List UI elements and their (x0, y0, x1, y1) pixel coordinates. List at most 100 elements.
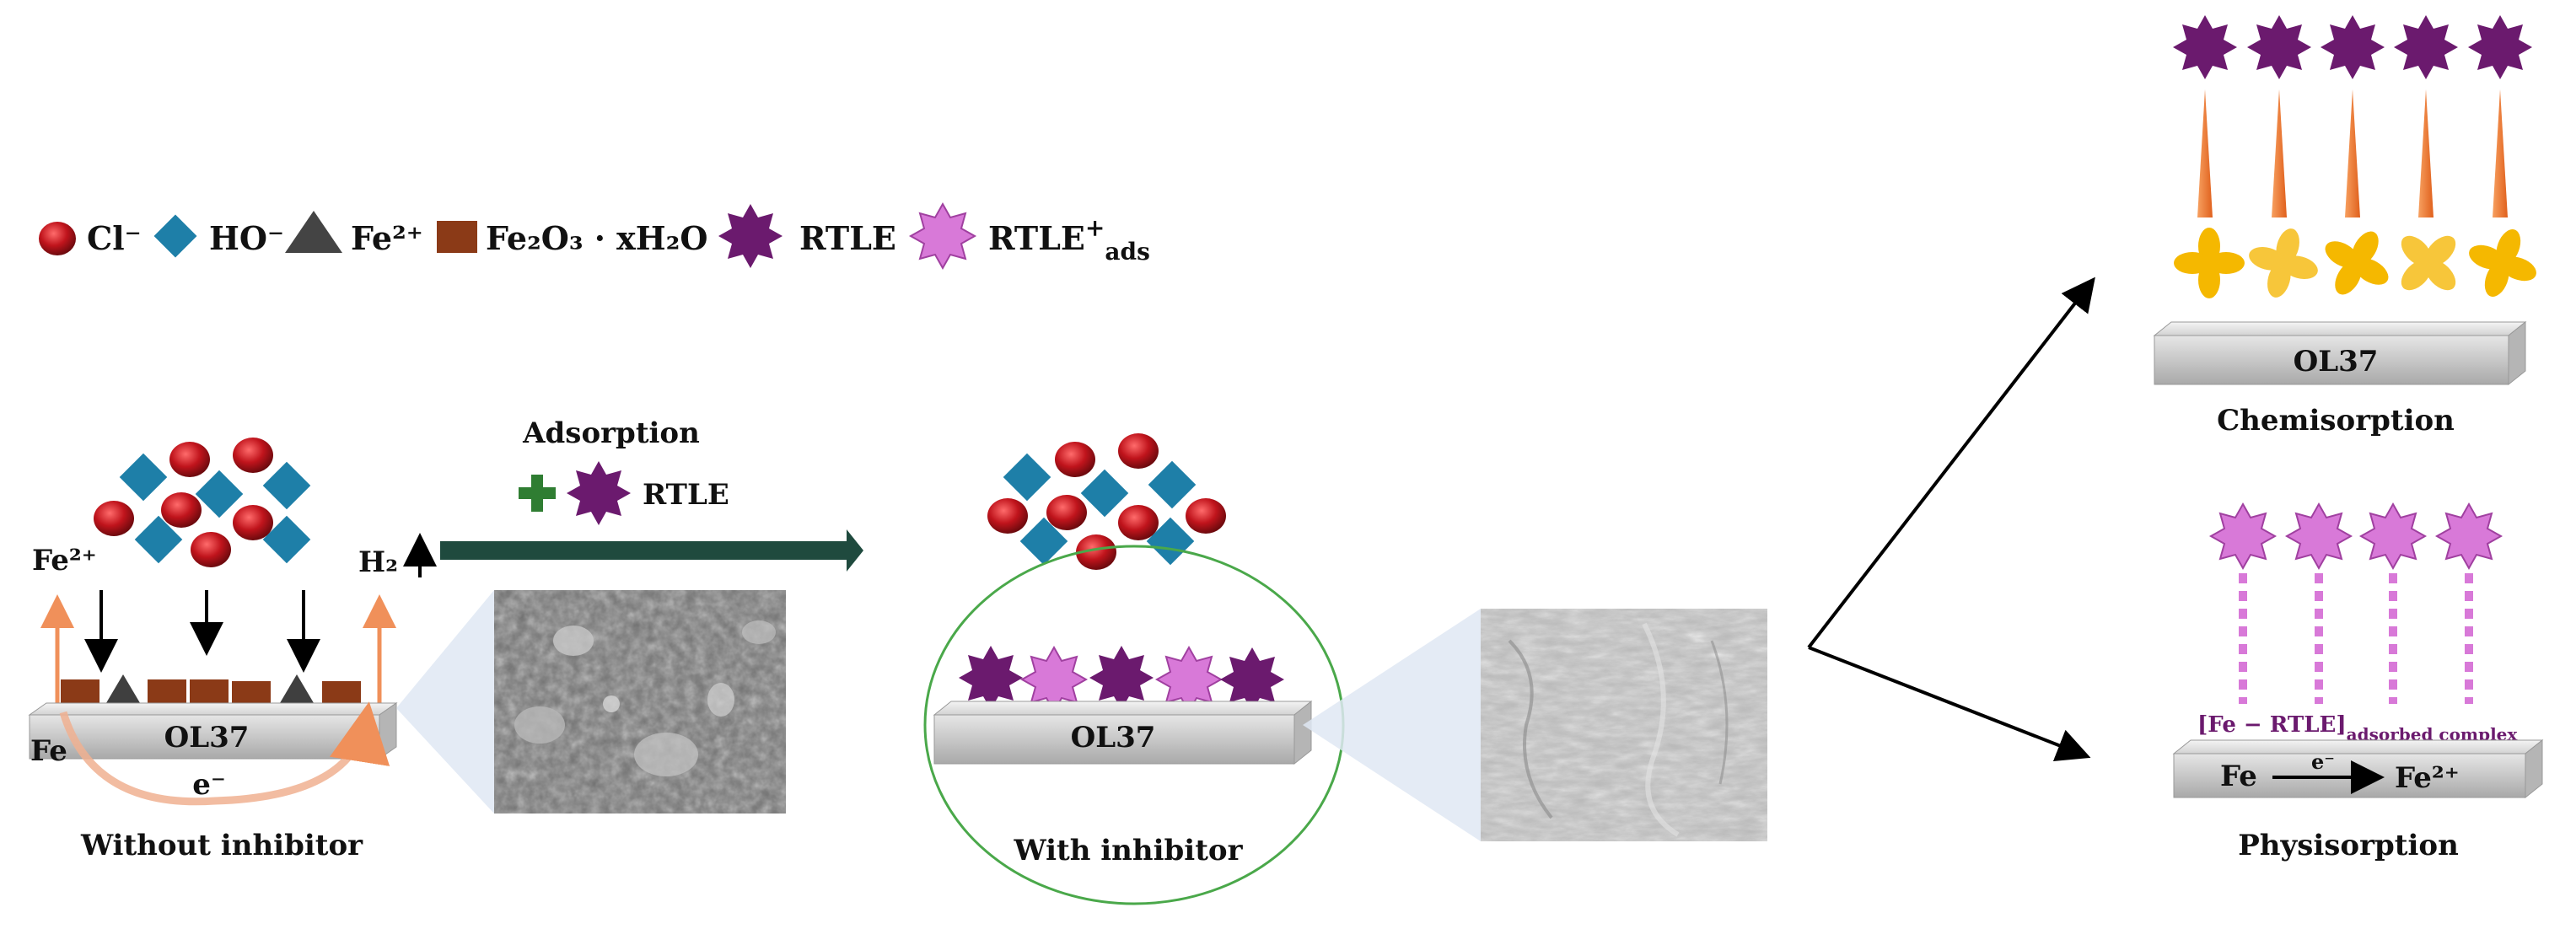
sem-image-without-inhibitor (494, 590, 786, 814)
bond-cone (2272, 89, 2287, 217)
d-orbital-lobes (2378, 212, 2479, 314)
ferrous-ion (275, 674, 319, 712)
steel-plate-middle: OL37 (933, 700, 1313, 765)
electrostatic-interactions (2239, 573, 2473, 704)
rtle-star (2321, 15, 2385, 79)
ferrous-ion-icon (285, 211, 342, 253)
d-orbital-lobes (2308, 214, 2406, 312)
steel-top-face (2172, 739, 2544, 754)
rtle-star (959, 646, 1023, 710)
fe2-release-label: Fe²⁺ (32, 544, 97, 577)
steel-plate-chemi: OL37 (2153, 320, 2527, 386)
rtle-star (2394, 15, 2458, 79)
plus-icon (519, 475, 556, 512)
steel-front-face (2154, 335, 2509, 385)
chloride-ion (1046, 495, 1087, 530)
caption-physisorption: Physisorption (2238, 829, 2459, 862)
adsorption-process-arrow: Adsorption RTLE (440, 416, 863, 572)
sem-image-with-inhibitor (1481, 609, 1767, 841)
rtle-star-icon (718, 204, 782, 268)
steel-top-face (28, 702, 398, 716)
steel-plate-physi (2172, 738, 2544, 799)
ferrous-ion (101, 674, 145, 712)
chloride-ion (191, 532, 231, 567)
chloride-ion (169, 442, 210, 477)
chloride-ion (1186, 498, 1226, 534)
zoom-callout-left (396, 590, 494, 814)
rtle-star (1089, 646, 1154, 710)
hydroxide-ion (195, 470, 244, 518)
rtle-ads-star (2360, 503, 2426, 569)
legend-rtle-ads-base: RTLE (988, 219, 1085, 257)
process-arrow-shaft (440, 541, 852, 560)
fe-label-left: Fe (30, 734, 67, 768)
hydroxide-ion (119, 453, 168, 502)
rtle-ads-star (2286, 503, 2352, 569)
steel-top-face (933, 701, 1313, 716)
chloride-ion (1118, 505, 1159, 540)
legend-rust: Fe₂O₃ · xH₂O (437, 219, 707, 257)
steel-front-face (933, 714, 1295, 765)
zoom-callout-middle (1303, 609, 1481, 841)
chemical-bonds (2197, 89, 2508, 217)
chloride-ion (987, 498, 1028, 534)
complex-base: [Fe − RTLE] (2197, 712, 2347, 738)
bond-cone (2197, 89, 2213, 217)
steel-top-face (2153, 321, 2527, 336)
chloride-ion (1118, 433, 1159, 469)
without-inhibitor-panel: Fe²⁺ H₂ OL37 Fe e⁻ (28, 438, 786, 862)
legend-rtle-ads-text: RTLE+ads (988, 214, 1150, 266)
caption-without-inhibitor: Without inhibitor (80, 829, 363, 862)
rtle-star (2173, 15, 2237, 79)
hydroxide-ion (1148, 460, 1197, 509)
chloride-ion (233, 438, 273, 473)
caption-with-inhibitor: With inhibitor (1013, 834, 1243, 867)
steel-front-face (29, 714, 380, 760)
rtle-star (2247, 15, 2311, 79)
steel-side-face (2525, 738, 2543, 799)
hydroxide-ion (1146, 517, 1195, 566)
h2-evolution-label: H₂ (358, 545, 398, 579)
legend-rtle: RTLE (718, 204, 896, 268)
d-orbital-lobes (2457, 217, 2548, 309)
electron-flow-arc (59, 701, 390, 806)
to-physisorption-arrow (1808, 646, 2091, 761)
hydroxide-ion (1003, 453, 1051, 502)
rtle-star-icon (567, 461, 631, 525)
legend-cl-label: Cl⁻ (87, 219, 142, 257)
bond-cone (2345, 89, 2360, 217)
bond-cone (2493, 89, 2508, 217)
electron-label-physi: e⁻ (2311, 749, 2335, 774)
chemisorption-panel: OL37 Chemisorption (2153, 15, 2548, 438)
legend: Cl⁻ HO⁻ Fe²⁺ Fe₂O₃ · xH₂O RTLE RTLE+ads (39, 203, 1150, 269)
electron-label-left: e⁻ (192, 768, 226, 802)
steel-label-middle: OL37 (1071, 721, 1156, 754)
legend-ho: HO⁻ (153, 214, 284, 258)
legend-rtle-ads-sub: ads (1105, 238, 1149, 266)
hydroxide-ion (1080, 469, 1129, 518)
legend-cl: Cl⁻ (39, 219, 142, 257)
inhibitor-label: RTLE (643, 478, 729, 512)
bond-cone (2418, 89, 2433, 217)
fe2-label-physi: Fe²⁺ (2395, 761, 2460, 795)
chloride-ion (1055, 442, 1095, 477)
adsorption-label: Adsorption (522, 416, 700, 450)
legend-rust-label: Fe₂O₃ · xH₂O (486, 219, 707, 257)
physisorption-panel: [Fe − RTLE]adsorbed complex Fe e⁻ Fe²⁺ P… (2172, 503, 2544, 862)
steel-side-face (1293, 700, 1312, 765)
to-chemisorption-arrow (1807, 277, 2095, 649)
legend-rtle-ads-sup: + (1085, 214, 1105, 242)
ion-cluster-middle (987, 433, 1226, 570)
physisorption-stars (2210, 503, 2502, 569)
d-orbital-lobes (2240, 219, 2327, 307)
rtle-ads-star (2436, 503, 2502, 569)
adsorbed-complex-label: [Fe − RTLE]adsorbed complex (2197, 712, 2518, 744)
rust-block-icon (437, 221, 477, 253)
rtle-star (2468, 15, 2532, 79)
chemisorption-stars (2173, 15, 2532, 79)
steel-label-left: OL37 (164, 721, 250, 754)
legend-fe2-label: Fe²⁺ (351, 219, 423, 257)
chloride-ion-icon (39, 222, 76, 255)
caption-chemisorption: Chemisorption (2217, 404, 2455, 438)
hydroxide-ion-icon (153, 214, 197, 258)
